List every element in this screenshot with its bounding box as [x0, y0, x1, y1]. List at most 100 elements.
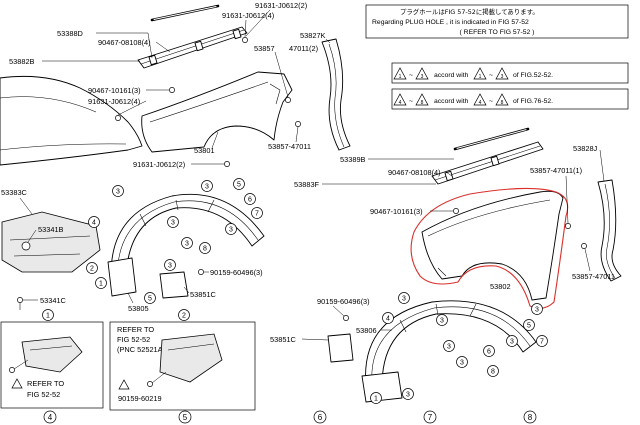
detail-bracket-rib [29, 345, 73, 351]
liner-rib [207, 199, 215, 213]
liner-rib [435, 303, 439, 316]
triangle-number: 3 [421, 74, 424, 80]
callout: 3 [164, 259, 176, 271]
callout: 3 [181, 237, 193, 249]
leader-line [245, 9, 271, 37]
refer-pnc-text: (PNC 52521A) [117, 345, 165, 354]
callout-number: 6 [487, 349, 491, 356]
callout: 1 [95, 277, 107, 289]
bolt [115, 115, 121, 121]
callout-number: 3 [185, 241, 189, 248]
callout-number: 5 [148, 296, 152, 303]
part-label-53857-47011: 53857-47011 [268, 142, 311, 151]
clip [565, 223, 571, 229]
callout-circle [144, 292, 156, 304]
bolt [343, 315, 349, 321]
rail-edge [434, 145, 541, 181]
warning-triangle-icon [118, 379, 130, 390]
detail-ref-number: 1 [46, 313, 50, 320]
callout: 3 [225, 223, 237, 235]
under-cover-53341B [1, 211, 101, 273]
callout-circle [86, 262, 98, 274]
part-label-90467-10161: 90467-10161(3) [370, 207, 423, 216]
warning-triangle-icon [495, 67, 509, 80]
part-label-90467-08108: 90467-08108(4) [388, 168, 441, 177]
fender-edge [437, 267, 447, 277]
callout-number: 3 [171, 220, 175, 227]
callout-circle [536, 335, 548, 347]
column-number: 5 [183, 413, 188, 422]
detail-frame [0, 321, 104, 409]
fender-bracket-53828J [597, 179, 622, 282]
part-label-53883F: 53883F [294, 180, 320, 189]
part-label-91631-J0612: 91631-J0612(4) [88, 97, 140, 106]
callout: 7 [251, 207, 263, 219]
leader-line [584, 248, 591, 272]
callout-number: 3 [229, 227, 233, 234]
bracket-rib [604, 183, 616, 279]
callout-number: 3 [510, 339, 514, 346]
callout: 3 [456, 356, 468, 368]
callout: 3 [201, 180, 213, 192]
callout: 3 [506, 335, 518, 347]
rail-tab [232, 28, 242, 40]
cover-rib [9, 235, 91, 241]
part-label-53801: 53801 [194, 146, 215, 155]
callout-circle [487, 365, 499, 377]
accord-frame [391, 88, 629, 110]
detail-box-5: REFER TO FIG 52-52 (PNC 52521A) 90159-60… [109, 321, 256, 411]
refer-figure-text: FIG 52-52 [27, 390, 60, 399]
part-label-90159-60496: 90159-60496(3) [317, 297, 370, 306]
part-label-53341C: 53341C [40, 296, 67, 305]
fender-crease [149, 81, 269, 123]
leader-line [19, 197, 33, 215]
callout: 4 [382, 312, 394, 324]
part-label-90467-08108: 90467-08108(4) [98, 38, 151, 47]
callout-number: 7 [255, 211, 259, 218]
warning-triangle-icon [11, 378, 23, 389]
part-label-53882B: 53882B [9, 57, 35, 66]
refer-to-text: REFER TO [27, 379, 64, 388]
detail-ref-number: 2 [182, 313, 186, 320]
part-label-53857-47011: 53857-47011 [572, 272, 615, 281]
rail-tab [444, 170, 454, 182]
leader-line [27, 229, 37, 243]
callout-circle [233, 178, 245, 190]
leader-line [13, 359, 29, 370]
callout: 7 [536, 335, 548, 347]
column-number: 8 [528, 413, 533, 422]
callout-number: 3 [402, 296, 406, 303]
part-label-53851C: 53851C [190, 290, 217, 299]
callout-circle [244, 193, 256, 205]
part-label-53802: 53802 [490, 282, 511, 291]
range-separator: ~ [489, 98, 493, 105]
leader-line [599, 149, 605, 182]
accord-note-2: 4 ~ 8 accord with 4 ~ 8 of FIG.76-52. [391, 88, 629, 110]
liner-rib [117, 200, 259, 287]
callout-circle [382, 312, 394, 324]
cover-hole [21, 241, 31, 251]
clip [295, 121, 301, 127]
callout: 6 [483, 345, 495, 357]
callout-circle [483, 345, 495, 357]
callout-number: 3 [440, 318, 444, 325]
column-number: 7 [428, 413, 433, 422]
detail-bracket [159, 333, 223, 383]
plug-hole-notice: プラグホールはFIG 57-52に掲載してあります。 Regarding PLU… [365, 4, 629, 39]
callout-circle [370, 392, 382, 404]
callout: 8 [487, 365, 499, 377]
part-label-90467-10161: 90467-10161(3) [88, 86, 141, 95]
rail-body [137, 26, 248, 69]
clip [581, 243, 587, 249]
callout-circle [164, 259, 176, 271]
hood-panel [0, 75, 143, 166]
accord-figure: of FIG.76-52. [513, 98, 553, 105]
part-label-47011: 47011(2) [289, 44, 318, 53]
front-fender-left-53801 [141, 71, 293, 153]
leader-line [127, 292, 134, 304]
leader-line [301, 338, 329, 341]
callout: 3 [436, 314, 448, 326]
notice-en-text: Regarding PLUG HOLE , it is indicated in… [372, 19, 529, 26]
range-separator: ~ [489, 72, 493, 79]
detail-box-4: REFER TO FIG 52-52 [0, 321, 104, 409]
